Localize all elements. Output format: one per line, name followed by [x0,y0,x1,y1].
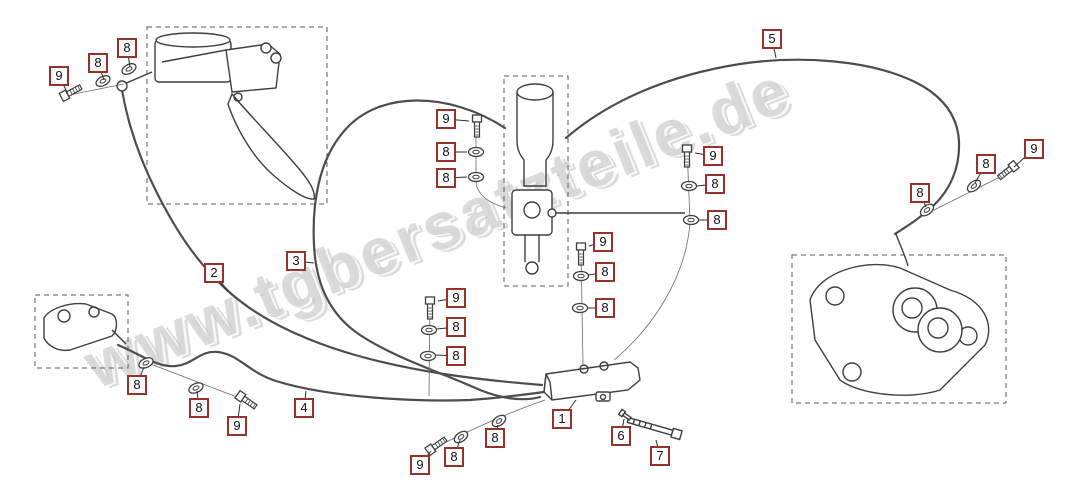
part-number-label-8: 8 [446,317,466,337]
part-number-label-9: 9 [1024,139,1044,159]
part-number-label-7: 7 [650,446,670,466]
brake-hose-4 [116,343,546,402]
washer-8 [682,214,700,226]
part-number-label-8: 8 [88,53,108,73]
part-number-label-8: 8 [595,298,615,318]
washer-8 [467,146,485,158]
front-master-cylinder [116,32,316,200]
washer-8 [572,270,590,282]
washer-8 [571,302,589,314]
banjo-bolt-9 [424,296,436,320]
part-number-label-9: 9 [49,66,69,86]
part-number-label-8: 8 [910,183,930,203]
rear-master-cylinder-box [503,75,569,287]
mounting-bolt-7 [626,416,683,441]
part-number-label-8: 8 [707,210,727,230]
washer-8 [136,355,156,371]
washer-8 [467,171,485,183]
washer-8 [680,180,698,192]
part-number-label-5: 5 [762,29,782,49]
hose5-branch-line [613,221,691,361]
part-number-label-9: 9 [410,455,430,475]
part-number-label-9: 9 [227,416,247,436]
part-number-label-1: 1 [552,409,572,429]
part-number-label-8: 8 [436,142,456,162]
part-number-label-8: 8 [117,38,137,58]
banjo-bolt-9 [681,144,693,168]
washer-8 [186,380,206,396]
washer-8 [420,324,438,336]
front-master-cylinder-box [146,26,328,205]
part-number-label-8: 8 [436,168,456,188]
part-number-label-8: 8 [705,174,725,194]
brake-hose-2 [120,88,544,387]
banjo-bolt-9 [575,242,587,266]
part-number-label-8: 8 [485,428,505,448]
banjo-bolt-9 [995,159,1020,182]
washer-8 [419,350,437,362]
part-number-label-9: 9 [593,232,613,252]
rear-caliper-box [791,254,1007,404]
distribution-block [543,361,641,402]
brake-hose-3 [312,99,542,401]
part-number-label-8: 8 [127,375,147,395]
junction-valve-box [34,294,129,369]
washer-8 [964,177,984,195]
brake-hose-5 [564,58,961,236]
part-number-label-2: 2 [204,263,224,283]
part-number-label-9: 9 [436,109,456,129]
part-number-label-8: 8 [189,398,209,418]
part-number-label-8: 8 [446,346,466,366]
part-number-label-8: 8 [976,154,996,174]
banjo-bolt-9 [471,114,483,138]
part-number-label-6: 6 [611,426,631,446]
part-number-label-8: 8 [444,447,464,467]
washer-8 [451,428,471,446]
part-number-label-4: 4 [294,398,314,418]
banjo-bolt-9 [234,389,259,412]
rear-master-cylinder [511,83,557,275]
axis-line [139,359,251,403]
part-number-label-8: 8 [595,262,615,282]
rear-brake-caliper [809,233,990,396]
brake-junction-valve [43,302,127,352]
axis-line [475,124,507,209]
part-number-label-9: 9 [703,146,723,166]
part-number-label-3: 3 [286,251,306,271]
pin-6 [617,408,633,421]
part-number-label-9: 9 [446,288,466,308]
